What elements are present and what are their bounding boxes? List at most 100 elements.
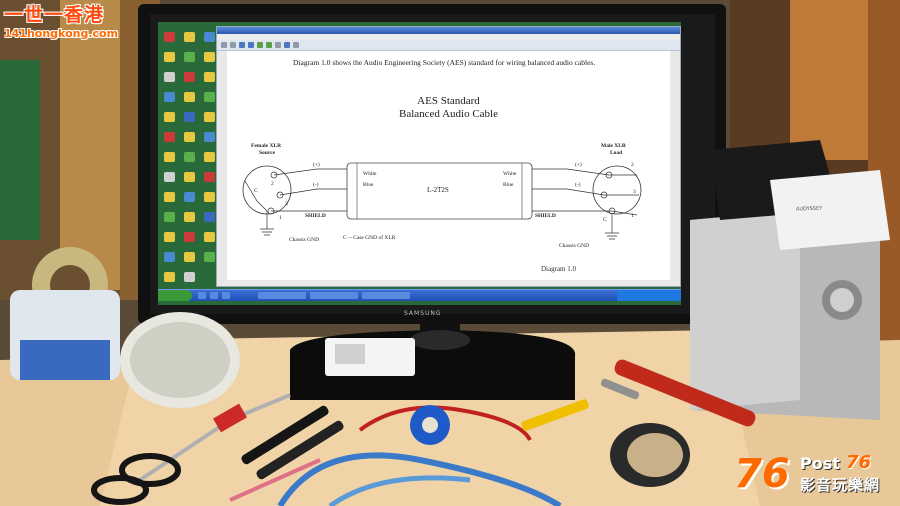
watermark-brand-post: Post (800, 454, 840, 473)
monitor-brand-logo: SAMSUNG (404, 310, 442, 317)
watermark-site-name: 一世一香港 (4, 4, 105, 26)
folder-icon[interactable] (164, 232, 175, 242)
folder-icon[interactable] (204, 72, 215, 82)
watermark-top-left: 一世一香港 141hongkong.com (4, 4, 118, 40)
watermark-brand-tagline: 影音玩樂網 (800, 476, 881, 494)
desktop-app-icon[interactable] (164, 212, 175, 222)
desktop-app-icon[interactable] (204, 252, 215, 262)
case-note: C -- Case GND of XLR (343, 235, 396, 241)
folder-icon[interactable] (204, 152, 215, 162)
minus-label-right: (-) (575, 182, 581, 188)
pin-c-label-right: C (603, 217, 607, 223)
quick-launch-icon[interactable] (222, 292, 230, 299)
folder-icon[interactable] (164, 112, 175, 122)
folder-icon[interactable] (184, 252, 195, 262)
window-title-bar[interactable] (217, 27, 680, 34)
pin-1-label-right: 1 (631, 213, 634, 219)
desktop-app-icon[interactable] (204, 172, 215, 182)
desktop-app-icon[interactable] (164, 92, 175, 102)
print-icon[interactable] (230, 42, 236, 48)
fit-page-icon[interactable] (284, 42, 290, 48)
diagram-title-line-2: Balanced Audio Cable (399, 108, 498, 120)
pin-3-label-right: 3 (633, 189, 636, 195)
white-label-left: White (363, 171, 377, 177)
load-label-2: Load (610, 150, 623, 156)
plus-wire-left (273, 168, 347, 176)
taskbar-window-button[interactable] (258, 292, 306, 299)
folder-icon[interactable] (184, 92, 195, 102)
desktop-app-icon[interactable] (164, 252, 175, 262)
folder-icon[interactable] (204, 112, 215, 122)
menu-bar (217, 34, 680, 40)
rotate-icon[interactable] (293, 42, 299, 48)
source-label-1: Female XLR (251, 143, 282, 149)
zoom-in-icon[interactable] (257, 42, 263, 48)
system-tray[interactable] (617, 290, 681, 301)
device-box-label: AUDYSSEY (795, 205, 823, 213)
quick-launch-icon[interactable] (210, 292, 218, 299)
watermark-brand-number: 76 (734, 451, 790, 497)
shield-wire-right (532, 210, 638, 216)
shield-label-right: SHIELD (535, 213, 556, 219)
desktop-app-icon[interactable] (184, 72, 195, 82)
watermark-brand-post-number: 76 (846, 452, 872, 473)
folder-icon[interactable] (204, 52, 215, 62)
watermark-site-url: 141hongkong.com (4, 27, 119, 40)
folder-icon[interactable] (164, 192, 175, 202)
pdf-viewer-window: Diagram 1.0 shows the Audio Engineering … (216, 26, 681, 287)
desktop-app-icon[interactable] (184, 152, 195, 162)
source-label-2: Source (259, 150, 276, 156)
male-xlr-outline (592, 165, 642, 215)
open-icon[interactable] (221, 42, 227, 48)
folder-icon[interactable] (184, 32, 195, 42)
folder-icon[interactable] (164, 272, 175, 282)
desktop-app-icon[interactable] (164, 72, 175, 82)
folder-icon[interactable] (184, 212, 195, 222)
desktop-app-icon[interactable] (184, 112, 195, 122)
folder-icon[interactable] (204, 232, 215, 242)
taskbar-window-button[interactable] (362, 292, 410, 299)
document-page: Diagram 1.0 shows the Audio Engineering … (227, 51, 670, 280)
minus-wire-left (279, 188, 347, 196)
monitor-screen: Diagram 1.0 shows the Audio Engineering … (158, 22, 681, 305)
desktop-app-icon[interactable] (204, 32, 215, 42)
desktop-app-icon[interactable] (204, 212, 215, 222)
desktop-app-icon[interactable] (184, 272, 195, 282)
xlr-pin-3 (276, 191, 284, 199)
desktop-app-icon[interactable] (164, 132, 175, 142)
pin-1-label: 1 (279, 215, 282, 221)
zoom-out-icon[interactable] (266, 42, 272, 48)
folder-icon[interactable] (204, 192, 215, 202)
back-icon[interactable] (239, 42, 245, 48)
desktop-app-icon[interactable] (204, 132, 215, 142)
page-icon[interactable] (275, 42, 281, 48)
minus-wire-right (532, 188, 639, 196)
white-label-right: White (503, 171, 517, 177)
pin-c-label: C (254, 188, 258, 194)
taskbar (158, 289, 681, 301)
folder-icon[interactable] (164, 152, 175, 162)
desktop-app-icon[interactable] (164, 172, 175, 182)
forward-icon[interactable] (248, 42, 254, 48)
start-button[interactable] (158, 290, 192, 301)
minus-label-left: (-) (313, 182, 319, 188)
diagram-title-line-1: AES Standard (417, 95, 480, 107)
quick-launch-icon[interactable] (198, 292, 206, 299)
folder-icon[interactable] (164, 52, 175, 62)
chassis-gnd-left: Chassis GND (289, 237, 320, 243)
taskbar-window-button[interactable] (310, 292, 358, 299)
desktop-app-icon[interactable] (184, 192, 195, 202)
cable-name: L-2T2S (427, 186, 449, 194)
folder-icon[interactable] (184, 172, 195, 182)
desktop-app-icon[interactable] (204, 92, 215, 102)
plus-label-left: (+) (313, 162, 320, 168)
plus-label-right: (+) (575, 162, 582, 168)
desktop-app-icon[interactable] (164, 32, 175, 42)
folder-icon[interactable] (184, 132, 195, 142)
xlr-pin-2 (270, 171, 278, 179)
desktop-app-icon[interactable] (184, 52, 195, 62)
shield-label-left: SHIELD (305, 213, 326, 219)
desktop-app-icon[interactable] (184, 232, 195, 242)
wiring-diagram (242, 162, 642, 240)
